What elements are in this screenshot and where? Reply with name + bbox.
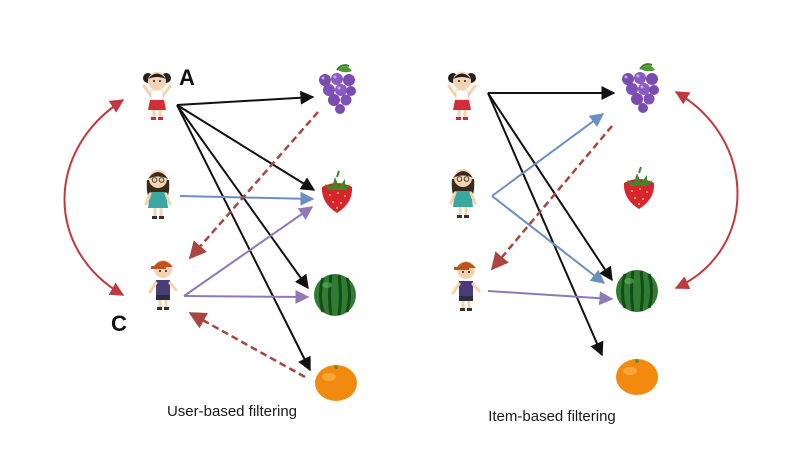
orange-recommend-c-arrow (188, 311, 306, 379)
girl-b-icon (144, 168, 172, 221)
girl-b-icon (449, 167, 477, 220)
watermelon-icon (614, 268, 660, 314)
user-c-label: C (111, 311, 127, 336)
a-to-orange-arrow (487, 92, 604, 357)
c-to-strawberry-arrow (183, 206, 314, 297)
item-similarity-arrow (674, 91, 739, 290)
b-to-grapes-arrow (491, 113, 605, 197)
item-based-caption: Item-based filtering (488, 408, 616, 425)
strawberry-icon (622, 166, 656, 210)
strawberry-icon (320, 170, 354, 214)
b-to-watermelon-arrow (491, 195, 606, 284)
girl-a-icon (446, 70, 478, 122)
panel-user-based: A C User-based filtering (63, 64, 358, 420)
a-to-orange-arrow (176, 104, 311, 372)
b-to-strawberry-arrow (179, 191, 315, 206)
user-a-label: A (179, 65, 195, 90)
user-similarity-arrow (63, 99, 125, 296)
grapes-icon (318, 64, 357, 115)
grapes-recommend-c-arrow (188, 111, 319, 260)
orange-icon (315, 365, 357, 401)
orange-icon (616, 359, 658, 395)
boy-c-icon (148, 258, 178, 312)
grapes-recommend-c-arrow (490, 125, 613, 271)
grapes-icon (621, 63, 660, 114)
girl-a-icon (141, 70, 173, 122)
watermelon-icon (312, 272, 358, 318)
panel-item-based: Item-based filtering (446, 63, 739, 425)
boy-c-icon (451, 259, 481, 313)
a-to-strawberry-arrow (176, 104, 316, 191)
c-to-watermelon-arrow (487, 290, 614, 306)
c-to-watermelon-arrow (183, 289, 310, 304)
user-based-caption: User-based filtering (167, 403, 297, 420)
a-to-watermelon-arrow (487, 92, 613, 282)
a-to-grapes-arrow (176, 90, 315, 106)
